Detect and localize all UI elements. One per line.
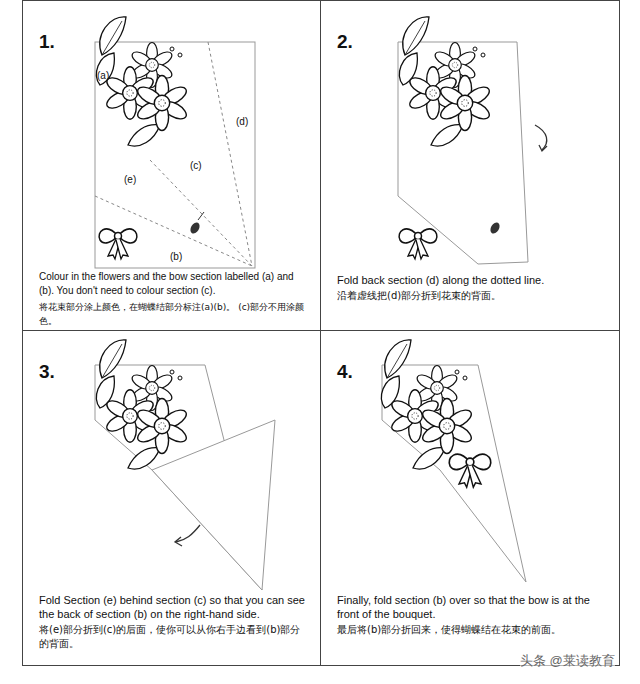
section-label: (d) [236,116,248,127]
watermark: 头条 @莱读教育 [520,652,615,670]
section-label: (b) [170,251,182,262]
instruction-text: Finally, fold section (b) over so that t… [337,593,607,621]
instruction-text-chinese: 将花束部分涂上颜色，在蝴蝶结部分标注(a)(b)。 (c)部分不用涂颜色。 [39,300,308,328]
instruction-text-chinese: 最后将(b)部分折回来，使得蝴蝶结在花束的前面。 [337,623,607,637]
step-panel: 4. Finally, fold section (b) over so that… [320,330,620,666]
section-label: (e) [124,174,136,185]
section-label: (c) [190,160,202,171]
step-number: 4. [337,361,353,383]
section-label: (a) [97,70,109,81]
instruction-text: Fold Section (e) behind section (c) so t… [39,593,308,621]
instruction-text-chinese: 将(e)部分折到(c)的后面，使你可以从你右手边看到(b)部分的背面。 [39,623,308,651]
step-number: 2. [337,31,353,53]
instruction-text-chinese: 沿着虚线把(d)部分折到花束的背面。 [337,289,607,303]
step-panel: 1. Colour in the flowers and the bow sect… [22,0,321,331]
instruction-text: Fold back section (d) along the dotted l… [337,273,607,287]
step-panel: 3. Fold Section (e) behind section (c) so… [22,330,321,666]
step-panel: 2. Fold back section (d) along the dotted… [320,0,620,331]
step-number: 1. [39,31,55,53]
instruction-text: Colour in the flowers and the bow sectio… [39,270,308,298]
step-number: 3. [39,361,55,383]
